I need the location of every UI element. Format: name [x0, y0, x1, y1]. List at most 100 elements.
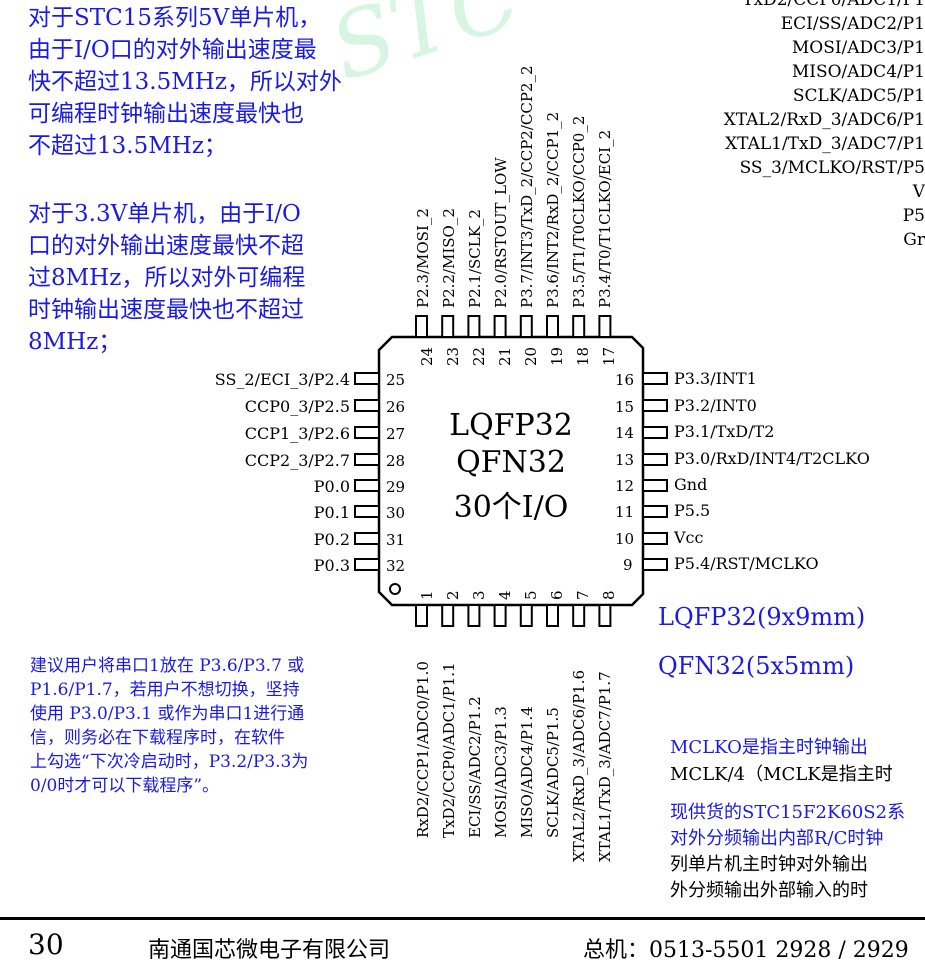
left-pin-label: SS_2/ECI_3/P2.4: [214, 370, 350, 389]
note-uart: 建议用户将串口1放在 P3.6/P3.7 或 P1.6/P1.7，若用户不想切换…: [30, 654, 308, 798]
bottom-pin-number: 4: [496, 590, 514, 600]
bottom-pin-number: 6: [548, 590, 566, 600]
note-mclko: MCLKO是指主时钟输出 MCLK/4（MCLK是指主时: [670, 734, 925, 788]
note-supply-line: 列单片机主时钟对外输出: [670, 854, 868, 875]
bottom-pin-label: SCLK/ADC5/P1.5: [544, 707, 562, 838]
bottom-pin-label: XTAL1/TxD_3/ADC7/P1.7: [596, 671, 614, 862]
bottom-pin-pad: [546, 604, 559, 627]
top-right-pin: MOSI/ADC3/P1: [791, 38, 925, 58]
note-33v-line: 时钟输出速度最快也不超过: [28, 297, 304, 323]
top-right-pin: XTAL1/TxD_3/ADC7/P1: [725, 134, 925, 154]
top-pin-label: P2.1/SCLK_2: [466, 209, 484, 308]
left-pin-number: 25: [386, 371, 406, 389]
left-pin-number: 26: [386, 398, 406, 416]
right-pin-pad: [642, 426, 668, 439]
bottom-pin-pad: [415, 604, 428, 627]
note-mclko-line: MCLK/4（MCLK是指主时: [670, 764, 893, 785]
right-pin-pad: [642, 453, 668, 466]
top-pin-number: 21: [496, 346, 514, 366]
note-uart-line: 0/0时才可以下载程序”。: [30, 776, 220, 796]
package-qfn32: QFN32(5x5mm): [658, 652, 855, 680]
bottom-pin-number: 1: [418, 590, 436, 600]
bottom-pin-pad: [493, 604, 507, 627]
right-pin-number: 11: [615, 503, 635, 521]
footer-divider: [0, 917, 925, 920]
top-pin-label: P3.4/T0/T1CLKO/ECI_2: [596, 129, 614, 308]
note-5v-line: 快不超过13.5MHz，所以对外: [28, 69, 342, 95]
left-pin-pad: [354, 479, 380, 492]
note-uart-line: P1.6/P1.7，若用户不想切换，坚持: [30, 680, 300, 700]
left-pin-number: 31: [386, 531, 406, 549]
phone-number: 总机：0513-5501 2928 / 2929: [583, 938, 909, 963]
top-pin-label: P3.5/T1/T0CLKO/CCP0_2: [570, 115, 588, 308]
left-pin-label: P0.2: [313, 530, 350, 549]
top-pin-number: 24: [418, 346, 436, 366]
top-pin-pad: [441, 315, 455, 338]
pin-rects: [354, 315, 668, 627]
note-5v-line: 对于STC15系列5V单片机，: [28, 5, 322, 31]
bottom-pin-pad: [441, 604, 455, 627]
note-supply-line: 现供货的STC15F2K60S2系: [670, 802, 906, 823]
right-pin-label: P3.3/INT1: [674, 369, 757, 388]
left-pin-number: 30: [386, 504, 406, 522]
right-pin-pad: [642, 505, 668, 518]
right-pin-number: 15: [615, 398, 635, 416]
right-pin-label: P3.0/RxD/INT4/T2CLKO: [674, 449, 870, 468]
note-33v-line: 口的对外输出速度最快不超: [28, 233, 304, 259]
bottom-pin-number: 5: [522, 590, 540, 600]
note-uart-line: 建议用户将串口1放在 P3.6/P3.7 或: [30, 656, 305, 676]
note-33v-line: 过8MHz，所以对外可编程: [28, 265, 306, 291]
left-pin-label: P0.3: [313, 556, 350, 575]
chip-name-line3: 30个I/O: [453, 490, 569, 525]
top-right-pin: XTAL2/RxD_3/ADC6/P1: [723, 110, 925, 130]
bottom-pin-label: XTAL2/RxD_3/ADC6/P1.6: [570, 669, 588, 862]
left-pin-number: 27: [386, 425, 406, 443]
top-pin-pad: [415, 315, 428, 338]
note-uart-line: 信，则务必在下载程序时，在软件: [30, 728, 285, 748]
bottom-pin-number: 8: [600, 590, 618, 600]
bottom-pin-number: 3: [470, 590, 488, 600]
bottom-pin-pad: [572, 604, 586, 627]
right-pin-label: P5.5: [674, 501, 711, 520]
bottom-pin-label: MISO/ADC4/P1.4: [518, 706, 536, 838]
top-pin-pad: [493, 315, 507, 338]
right-pin-number: 14: [615, 424, 635, 442]
top-right-pin: MISO/ADC4/P1: [791, 62, 925, 82]
top-pin-pad: [467, 315, 481, 338]
left-pin-label: P0.1: [313, 503, 350, 522]
right-pin-number: 12: [615, 477, 635, 495]
top-pin-label: P2.2/MISO_2: [440, 208, 458, 308]
right-pin-number: 13: [615, 451, 635, 469]
pin1-marker: [389, 583, 401, 595]
bottom-pin-number: 7: [574, 590, 592, 600]
top-pin-pad: [546, 315, 559, 338]
top-right-pin: Gr: [903, 230, 925, 250]
left-pin-number: 28: [386, 452, 406, 470]
right-pin-pad: [642, 558, 668, 571]
bottom-pin-number: 2: [444, 590, 462, 600]
left-pin-pad: [354, 505, 380, 518]
top-right-pin: P5: [902, 206, 925, 226]
package-lqfp32: LQFP32(9x9mm): [658, 603, 866, 631]
left-pin-number: 29: [386, 478, 406, 496]
bottom-pin-label: ECI/SS/ADC2/P1.2: [466, 696, 484, 838]
bottom-pin-label: TxD2/CCP0/ADC1/P1.1: [440, 662, 458, 838]
right-pin-label: Vcc: [674, 528, 704, 547]
right-pin-number: 9: [623, 556, 633, 574]
right-pin-pad: [642, 399, 668, 412]
top-pin-number: 19: [548, 346, 566, 366]
note-supply: 现供货的STC15F2K60S2系 对外分频输出内部R/C时钟 列单片机主时钟对…: [670, 800, 925, 904]
top-pin-pad: [598, 315, 612, 338]
right-pin-number: 10: [615, 530, 635, 548]
note-5v-line: 可编程时钟输出速度最快也: [28, 101, 304, 127]
top-pin-pad: [572, 315, 586, 338]
top-right-pin: ECI/SS/ADC2/P1: [780, 14, 925, 34]
chip-name-line1: LQFP32: [449, 408, 573, 443]
right-pin-label: P3.1/TxD/T2: [674, 422, 775, 441]
note-33v: 对于3.3V单片机，由于I/O 口的对外输出速度最快不超 过8MHz，所以对外可…: [28, 198, 305, 358]
left-pin-label: CCP2_3/P2.7: [244, 451, 350, 470]
top-right-pin: TxD2/CCP0/ADC1/P1: [742, 0, 925, 10]
right-pin-label: Gnd: [674, 475, 708, 494]
right-pin-pad: [642, 372, 668, 385]
